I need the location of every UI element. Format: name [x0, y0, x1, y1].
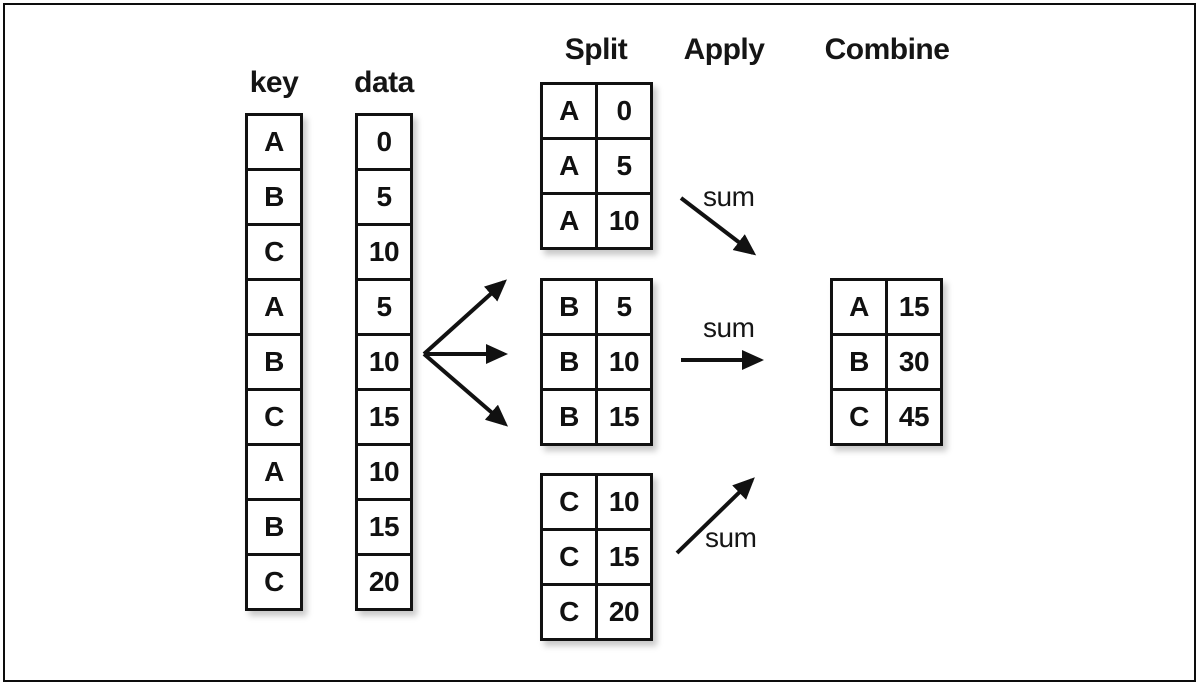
key-cell: B [245, 168, 303, 226]
split-a-cell: A [540, 137, 598, 195]
combine-cell: 15 [885, 278, 943, 336]
split-arrow-bottom [422, 352, 509, 427]
combine-cell: A [830, 278, 888, 336]
split-b-cell: 10 [595, 333, 653, 391]
key-cell: A [245, 443, 303, 501]
split-a-cell: 5 [595, 137, 653, 195]
split-a-cell: A [540, 82, 598, 140]
data-cell: 10 [355, 333, 413, 391]
key-cell: C [245, 388, 303, 446]
combine-cell: 30 [885, 333, 943, 391]
split-b-cell: B [540, 333, 598, 391]
split-b-cell: B [540, 388, 598, 446]
split-a-cell: 10 [595, 192, 653, 250]
data-cell: 20 [355, 553, 413, 611]
sum-arrow-a [679, 196, 757, 256]
split-arrow-top [422, 279, 507, 356]
stage-header-apply: Apply [683, 33, 765, 66]
key-cell: C [245, 553, 303, 611]
split-c-cell: C [540, 473, 598, 531]
combine-cell: B [830, 333, 888, 391]
sum-label-b: sum [703, 312, 755, 343]
split-b-cell: 15 [595, 388, 653, 446]
split-c-cell: 20 [595, 583, 653, 641]
key-cell: B [245, 498, 303, 556]
key-column-header: key [249, 66, 299, 99]
sum-label-a: sum [703, 181, 755, 212]
stage-header-split: Split [564, 33, 628, 66]
data-cell: 15 [355, 388, 413, 446]
split-c-cell: 15 [595, 528, 653, 586]
key-cell: A [245, 113, 303, 171]
key-cell: B [245, 333, 303, 391]
combine-cell: 45 [885, 388, 943, 446]
data-cell: 5 [355, 278, 413, 336]
key-cell: A [245, 278, 303, 336]
split-a-cell: 0 [595, 82, 653, 140]
sum-arrow-c [675, 477, 755, 555]
split-c-cell: C [540, 528, 598, 586]
sum-label-c: sum [705, 522, 757, 553]
split-b-cell: 5 [595, 278, 653, 336]
split-a-cell: A [540, 192, 598, 250]
split-c-cell: 10 [595, 473, 653, 531]
combine-cell: C [830, 388, 888, 446]
split-c-cell: C [540, 583, 598, 641]
stage-header-combine: Combine [824, 33, 950, 66]
data-column-header: data [354, 66, 414, 99]
data-cell: 5 [355, 168, 413, 226]
data-cell: 10 [355, 223, 413, 281]
data-cell: 10 [355, 443, 413, 501]
data-cell: 15 [355, 498, 413, 556]
key-cell: C [245, 223, 303, 281]
data-cell: 0 [355, 113, 413, 171]
split-b-cell: B [540, 278, 598, 336]
